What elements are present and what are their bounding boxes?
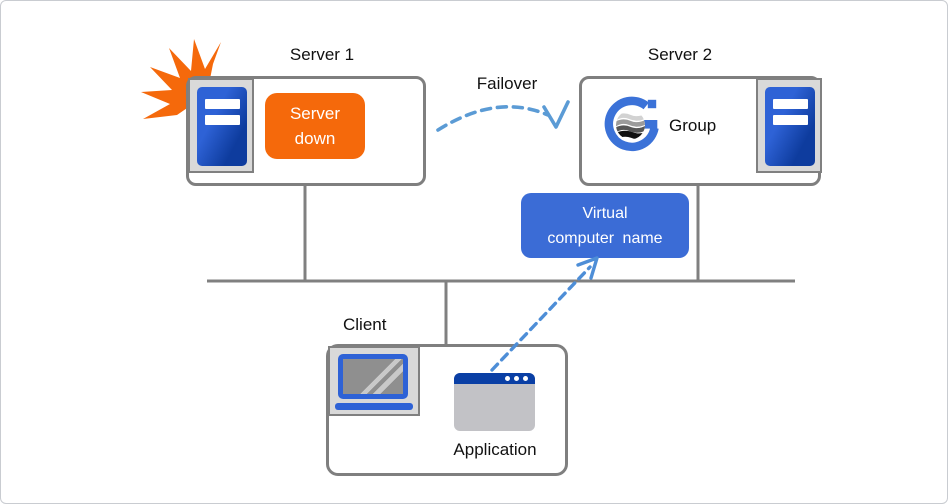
server1-icon	[188, 78, 254, 173]
server2-title: Server 2	[647, 45, 713, 64]
app-window-titlebar	[454, 373, 535, 384]
server-tower-icon	[765, 87, 815, 166]
group-icon	[604, 96, 659, 152]
server2-icon	[756, 78, 822, 173]
laptop-icon	[328, 346, 420, 416]
group-label: Group	[669, 116, 717, 135]
server-down-line2: down	[294, 129, 336, 148]
virtual-computer-name-badge: Virtual computer name	[521, 193, 689, 258]
application-label: Application	[453, 440, 537, 459]
app-window-icon	[454, 373, 535, 431]
virtual-name-line1: Virtual	[582, 204, 628, 222]
client-title: Client	[343, 315, 387, 334]
server-down-badge: Server down	[265, 93, 365, 159]
virtual-name-line2: computer name	[547, 229, 663, 247]
laptop-screen	[338, 354, 408, 399]
laptop-base	[335, 403, 413, 410]
server1-title: Server 1	[289, 45, 355, 64]
failover-arrow	[436, 100, 570, 132]
failover-label: Failover	[476, 74, 538, 93]
server-down-line1: Server	[289, 104, 341, 123]
server-tower-icon	[197, 87, 247, 166]
